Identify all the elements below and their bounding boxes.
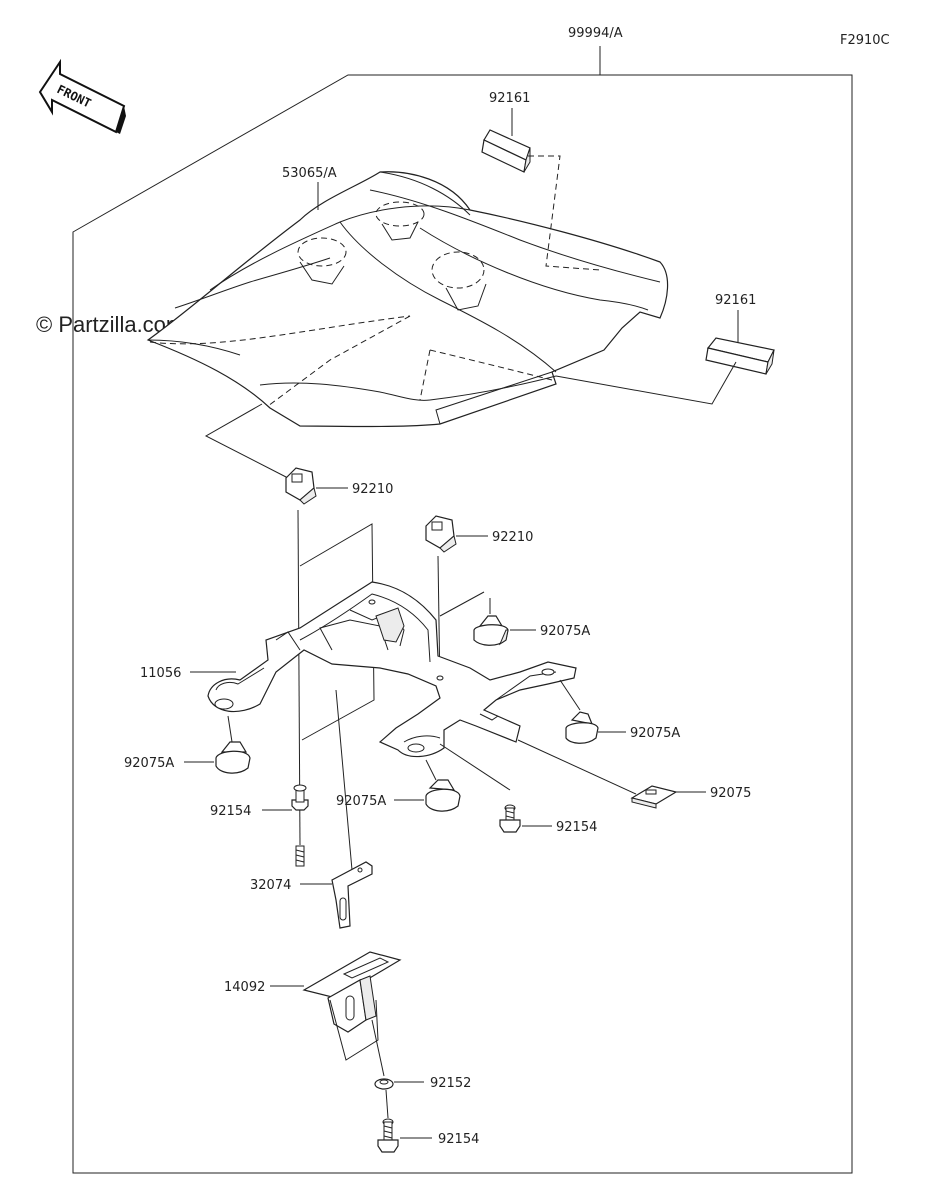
washer-part-number[interactable]: 92152 xyxy=(430,1076,471,1091)
damper-center[interactable] xyxy=(425,779,461,812)
bolt-bottom-guide xyxy=(385,1089,389,1119)
assembly-part-number[interactable]: 99994/A xyxy=(568,26,623,41)
nut-right[interactable] xyxy=(425,515,457,553)
seat-cowl[interactable] xyxy=(146,171,669,428)
bolt-center-part-number[interactable]: 92154 xyxy=(556,820,597,835)
pad-right[interactable] xyxy=(705,337,775,375)
bolt-center-guide xyxy=(439,743,511,791)
plate-92075-guide xyxy=(517,739,637,795)
pad-top[interactable] xyxy=(481,129,531,173)
diagram-code: F2910C xyxy=(840,33,890,48)
damper-center-part-number[interactable]: 92075A xyxy=(336,794,386,809)
holder-part-number[interactable]: 14092 xyxy=(224,980,265,995)
cowl-to-bracket-guide xyxy=(204,403,289,479)
pad-right-part-number[interactable]: 92161 xyxy=(715,293,756,308)
stay[interactable] xyxy=(331,861,373,929)
guide-frame-right xyxy=(439,591,485,617)
bolt-bottom[interactable] xyxy=(377,1118,399,1153)
bolt-center[interactable] xyxy=(499,804,521,833)
bracket-part-number[interactable]: 11056 xyxy=(140,666,181,681)
bolt-left-part-number[interactable]: 92154 xyxy=(210,804,251,819)
assembly-frame xyxy=(72,74,853,1174)
cowl-part-number[interactable]: 53065/A xyxy=(282,166,337,181)
damper-upper-right-part-number[interactable]: 92075A xyxy=(540,624,590,639)
damper-right[interactable] xyxy=(565,711,599,744)
damper-center-guide xyxy=(425,759,437,781)
holder[interactable] xyxy=(302,951,402,1033)
damper-left[interactable] xyxy=(215,741,251,774)
damper-left-guide xyxy=(227,715,233,743)
holder-frame xyxy=(329,999,379,1061)
stay-part-number[interactable]: 32074 xyxy=(250,878,291,893)
stay-guide xyxy=(335,689,353,871)
bolt-left[interactable] xyxy=(291,784,309,867)
nut-left-part-number[interactable]: 92210 xyxy=(352,482,393,497)
bolt-bottom-part-number[interactable]: 92154 xyxy=(438,1132,479,1147)
pad-right-guide xyxy=(555,361,737,405)
damper-right-part-number[interactable]: 92075A xyxy=(630,726,680,741)
bracket[interactable] xyxy=(207,581,577,758)
front-arrow-icon: FRONT xyxy=(38,58,126,134)
damper-left-part-number[interactable]: 92075A xyxy=(124,756,174,771)
plate-92075[interactable] xyxy=(630,785,678,809)
damper-right-guide xyxy=(559,679,581,711)
washer[interactable] xyxy=(374,1078,394,1090)
damper-upper-right[interactable] xyxy=(473,615,509,646)
nut-left[interactable] xyxy=(285,467,317,505)
pad-top-part-number[interactable]: 92161 xyxy=(489,91,530,106)
plate-92075-part-number[interactable]: 92075 xyxy=(710,786,751,801)
washer-guide xyxy=(371,1019,385,1077)
pad-top-guide xyxy=(528,155,601,271)
nut-right-part-number[interactable]: 92210 xyxy=(492,530,533,545)
